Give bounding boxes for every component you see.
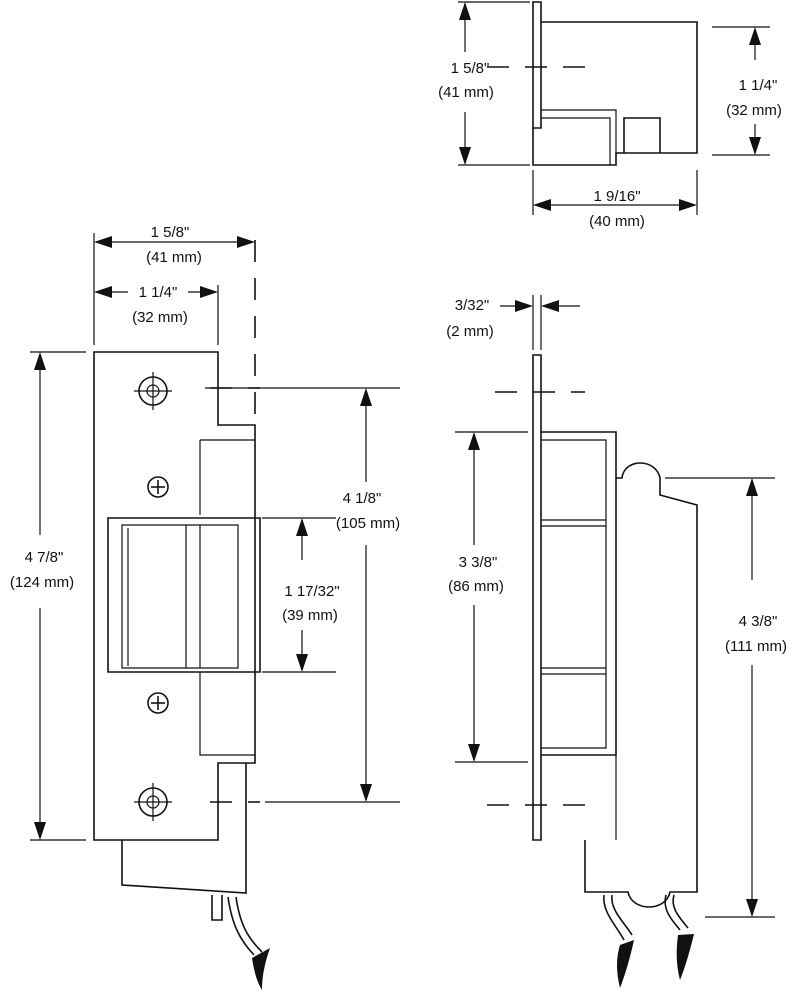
front-height-in-label: 4 7/8" bbox=[25, 549, 64, 566]
arrow-right bbox=[200, 286, 218, 298]
side-housing bbox=[584, 462, 698, 908]
keeper-height-mm-label: (39 mm) bbox=[282, 607, 338, 624]
arrow-left bbox=[533, 199, 551, 211]
overall-body-in-label: 4 3/8" bbox=[739, 613, 778, 630]
front-body-tail bbox=[121, 763, 247, 894]
overall-body-mm-label: (111 mm) bbox=[725, 638, 787, 655]
side-plate bbox=[532, 354, 542, 841]
lower-screw bbox=[147, 692, 169, 714]
side-body-step bbox=[541, 109, 617, 153]
label-mask bbox=[578, 190, 658, 204]
arrow-left bbox=[94, 236, 112, 248]
label-mask bbox=[140, 226, 200, 240]
arrow-up bbox=[360, 388, 372, 406]
hole-spacing-in-label: 4 1/8" bbox=[343, 490, 382, 507]
front-wires bbox=[211, 895, 270, 990]
side-body-inner bbox=[541, 117, 611, 165]
plate-thickness-mm-label: (2 mm) bbox=[446, 323, 494, 340]
body-height-mm-label: (86 mm) bbox=[448, 578, 504, 595]
side-inner-mm-label: (32 mm) bbox=[726, 102, 782, 119]
side-terminal-block bbox=[623, 117, 661, 153]
front-inner-mm-label: (32 mm) bbox=[132, 309, 188, 326]
arrow-right bbox=[515, 300, 533, 312]
side-body bbox=[532, 21, 698, 166]
hole-spacing-mm-label: (105 mm) bbox=[336, 515, 400, 532]
side-depth-mm-label: (40 mm) bbox=[589, 213, 645, 230]
arrow-up bbox=[34, 352, 46, 370]
keeper-inner bbox=[121, 524, 239, 669]
arrow-up bbox=[746, 478, 758, 496]
arrow-up bbox=[468, 432, 480, 450]
side-wires bbox=[603, 894, 694, 988]
front-height-mm-label: (124 mm) bbox=[10, 574, 74, 591]
right-side-view: 3/32" (2 mm) 3 3/8" (86 mm) 4 3/8" (111 … bbox=[446, 295, 787, 988]
arrow-up bbox=[296, 518, 308, 536]
side-faceplate bbox=[532, 1, 542, 129]
side-depth-in-label: 1 9/16" bbox=[593, 188, 640, 205]
plate-thickness-in-label: 3/32" bbox=[455, 297, 490, 314]
upper-screw bbox=[147, 476, 169, 498]
arrow-down bbox=[468, 744, 480, 762]
side-height-in-label: 1 5/8" bbox=[451, 60, 490, 77]
side-body-main bbox=[541, 431, 617, 756]
arrow-down bbox=[296, 654, 308, 672]
top-side-view: 1 5/8" (41 mm) 1 1/4" (32 mm) 1 9/16" (4… bbox=[438, 1, 782, 230]
arrow-down bbox=[360, 784, 372, 802]
side-height-mm-label: (41 mm) bbox=[438, 84, 494, 101]
arrow-right bbox=[237, 236, 255, 248]
arrow-down bbox=[459, 147, 471, 165]
body-height-in-label: 3 3/8" bbox=[459, 554, 498, 571]
arrow-down bbox=[749, 137, 761, 155]
side-body-inner-frame bbox=[541, 439, 607, 749]
top-mount-hole bbox=[134, 372, 172, 410]
arrow-left bbox=[541, 300, 559, 312]
front-width-in-label: 1 5/8" bbox=[151, 224, 190, 241]
arrow-down bbox=[34, 822, 46, 840]
front-inner-in-label: 1 1/4" bbox=[139, 284, 178, 301]
arrow-up bbox=[459, 2, 471, 20]
front-width-mm-label: (41 mm) bbox=[146, 249, 202, 266]
side-inner-in-label: 1 1/4" bbox=[739, 77, 778, 94]
keeper bbox=[107, 517, 261, 673]
front-view: 1 5/8" (41 mm) 1 1/4" (32 mm) 4 7/8" (12… bbox=[10, 224, 400, 990]
front-body bbox=[199, 439, 255, 756]
bottom-mount-hole bbox=[134, 783, 172, 821]
keeper-height-in-label: 1 17/32" bbox=[284, 583, 339, 600]
label-mask bbox=[128, 284, 188, 298]
arrow-down bbox=[746, 899, 758, 917]
arrow-up bbox=[749, 27, 761, 45]
arrow-left bbox=[94, 286, 112, 298]
front-faceplate bbox=[93, 351, 256, 841]
arrow-right bbox=[679, 199, 697, 211]
